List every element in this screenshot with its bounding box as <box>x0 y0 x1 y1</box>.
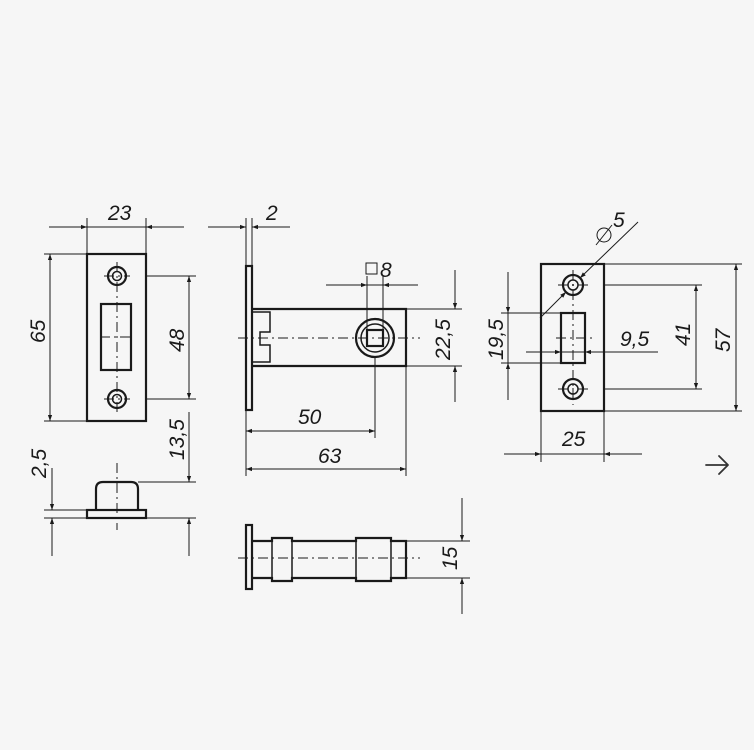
dim-label-strike-hole-spacing: 48 <box>166 328 189 352</box>
dim-label-body-height: 22,5 <box>432 319 455 361</box>
latch-top-faceplate <box>244 523 254 591</box>
diameter-icon <box>595 224 613 246</box>
dim-label-faceplate-width: 25 <box>561 428 586 451</box>
latch-side-view <box>238 264 420 412</box>
faceplate-front-view <box>539 262 606 413</box>
dim-label-strike-depth: 13,5 <box>166 419 189 460</box>
dim-label-latch-thickness: 15 <box>439 546 462 570</box>
strike-side-box <box>94 480 140 510</box>
dim-faceplate-height: 57 <box>604 263 742 412</box>
strike-plate-outline <box>85 252 148 423</box>
dim-label-faceplate-hole-diameter: 5 <box>613 209 625 232</box>
latch-top-view <box>238 523 420 591</box>
dim-label-strike-height: 65 <box>27 319 50 343</box>
strike-side-view <box>85 463 148 530</box>
dim-label-backset: 50 <box>298 406 322 429</box>
dim-square-hole: 8 <box>326 259 418 330</box>
dim-label-faceplate-thickness: 2 <box>265 202 278 225</box>
dim-label-strike-plate-thickness: 2,5 <box>28 448 51 479</box>
dim-label-latch-width: 9,5 <box>620 328 650 351</box>
dim-strike-plate-thickness: 2,5 <box>28 448 87 556</box>
square-icon <box>365 262 378 275</box>
dim-backset: 50 <box>245 357 376 476</box>
dim-faceplate-hole-spacing: 41 <box>604 284 702 390</box>
dim-faceplate-thickness: 2 <box>208 202 290 266</box>
dim-label-square-hole: 8 <box>380 259 392 282</box>
dim-strike-height: 65 <box>27 253 87 422</box>
latch-bolt-notch <box>252 311 271 363</box>
dim-strike-width: 23 <box>49 202 184 254</box>
dim-latch-width: 9,5 <box>526 328 658 355</box>
dim-faceplate-hole-diameter: 5 <box>539 209 639 319</box>
dim-faceplate-width: 25 <box>504 411 642 462</box>
dim-strike-hole-spacing: 48 <box>146 275 196 400</box>
dim-latch-thickness: 15 <box>406 498 470 614</box>
faceplate-outline <box>539 262 606 413</box>
dim-body-length: 63 <box>246 366 407 476</box>
strike-plate-front-view <box>85 252 148 423</box>
dim-strike-depth: 13,5 <box>138 412 196 556</box>
dim-label-body-length: 63 <box>318 445 342 468</box>
dim-body-height: 22,5 <box>406 270 462 402</box>
dim-faceplate-hole-span: 19,5 <box>485 272 561 400</box>
arrow-right-icon[interactable] <box>700 448 734 482</box>
dim-label-faceplate-height: 57 <box>712 327 735 352</box>
latch-top-body <box>252 536 408 583</box>
dim-label-faceplate-hole-span: 19,5 <box>485 319 508 360</box>
dim-label-strike-width: 23 <box>107 202 132 225</box>
dim-label-faceplate-hole-spacing: 41 <box>672 323 695 346</box>
